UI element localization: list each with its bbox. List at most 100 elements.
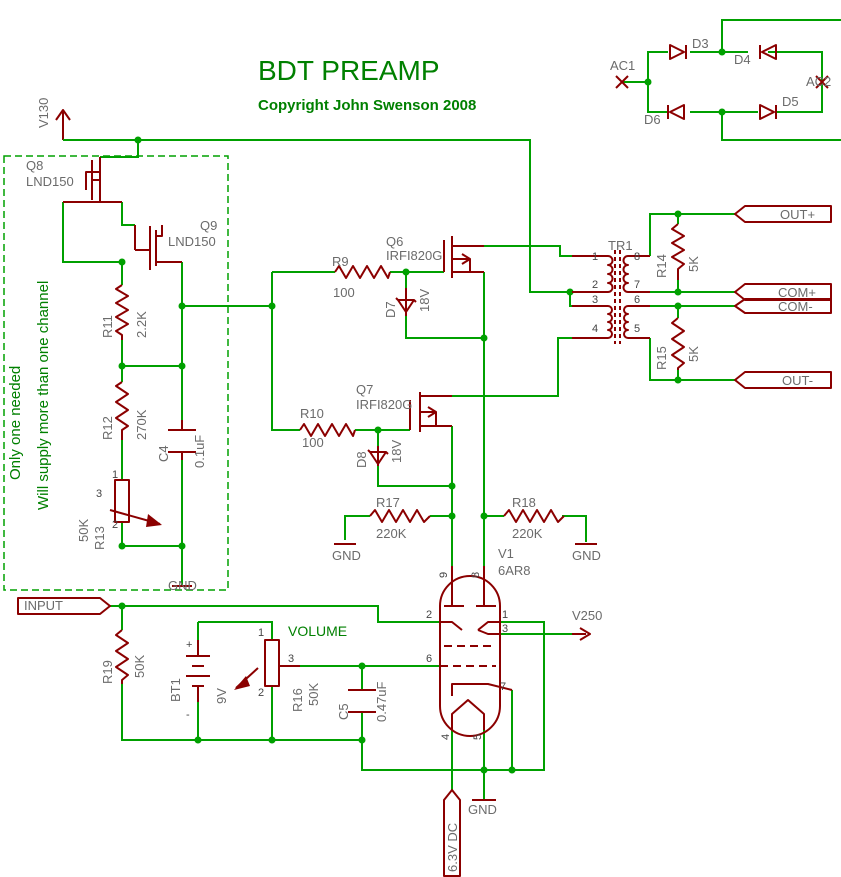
out-plus-label: OUT+ xyxy=(780,207,815,222)
c5-ref: C5 xyxy=(336,703,351,720)
tr1-pin7: 7 xyxy=(634,279,640,291)
q7-ref: Q7 xyxy=(356,382,373,397)
r16-value: 50K xyxy=(306,683,321,706)
c5-value: 0.47uF xyxy=(374,681,389,722)
ac2-label: AC2 xyxy=(806,74,831,89)
tr1-pin4: 4 xyxy=(592,323,598,335)
resistor-r18: R18 220K xyxy=(503,495,565,541)
battery-bt1: + - BT1 9V xyxy=(168,639,229,721)
ac1-label: AC1 xyxy=(610,58,635,73)
r11-ref: R11 xyxy=(100,315,115,338)
q6-value: IRFI820G xyxy=(386,248,442,263)
q8-value: LND150 xyxy=(26,174,74,189)
mosfet-q6: Q6 IRFI820G xyxy=(386,234,484,278)
r14-ref: R14 xyxy=(654,254,669,278)
r12-ref: R12 xyxy=(100,416,115,440)
diode-d6: D6 xyxy=(644,104,685,127)
tr1-pin8: 8 xyxy=(634,251,640,263)
v1-ref: V1 xyxy=(498,546,514,561)
r9-value: 100 xyxy=(333,285,355,300)
ground-tube: GND xyxy=(468,799,497,817)
q7-value: IRFI820G xyxy=(356,397,412,412)
diode-d5: D5 xyxy=(759,94,799,120)
heater-label: 6.3V DC xyxy=(445,823,460,872)
d8-value: 18V xyxy=(389,440,404,463)
r10-ref: R10 xyxy=(300,406,324,421)
v1-pin3: 3 xyxy=(502,623,508,635)
gnd-label-r17: GND xyxy=(332,548,361,563)
port-out-plus: OUT+ xyxy=(734,205,832,223)
ground-r17: GND xyxy=(332,543,361,563)
r17-ref: R17 xyxy=(376,495,400,510)
capacitor-c5: C5 0.47uF xyxy=(336,681,389,722)
r11-value: 2.2K xyxy=(134,311,149,338)
out-minus-label: OUT- xyxy=(782,373,813,388)
resistor-r9: R9 100 xyxy=(332,254,391,300)
note-supply-multiple: Will supply more than one channel xyxy=(35,281,52,510)
capacitor-c4: C4 0.1uF xyxy=(156,420,207,468)
tr1-pin1: 1 xyxy=(592,251,598,263)
q9-ref: Q9 xyxy=(200,218,217,233)
com-plus-label: COM+ xyxy=(778,285,816,300)
q6-ref: Q6 xyxy=(386,234,403,249)
v250-label: V250 xyxy=(572,608,602,623)
v1-pin8: 8 xyxy=(470,572,482,578)
resistor-r15: R15 5K xyxy=(654,317,701,370)
bt1-value: 9V xyxy=(214,688,229,704)
r16-ref: R16 xyxy=(290,688,305,712)
d7-ref: D7 xyxy=(383,301,398,318)
v1-pin2: 2 xyxy=(426,609,432,621)
port-out-minus: OUT- xyxy=(734,371,832,389)
port-com-plus: COM+ xyxy=(734,283,832,301)
tr1-pin3: 3 xyxy=(592,294,598,306)
q8-ref: Q8 xyxy=(26,158,43,173)
resistor-r12: R12 270K xyxy=(100,381,149,440)
potentiometer-r13: 50K R13 3 2 1 xyxy=(76,469,162,550)
r16-pin1: 1 xyxy=(258,627,264,639)
potentiometer-r16: VOLUME 1 3 2 R16 50K xyxy=(234,623,347,712)
resistor-r10: R10 100 xyxy=(299,406,356,450)
r13-pin3: 3 xyxy=(96,488,102,500)
v130-label: V130 xyxy=(36,98,51,128)
r9-ref: R9 xyxy=(332,254,349,269)
r15-ref: R15 xyxy=(654,346,669,370)
r18-value: 220K xyxy=(512,526,543,541)
transformer-tr1: TR1 1 2 3 4 5 6 7 8 xyxy=(572,238,650,344)
v1-pin5: 5 xyxy=(472,734,484,740)
heater-supply-port: 6.3V DC xyxy=(443,789,461,877)
r19-ref: R19 xyxy=(100,660,115,684)
gnd-label-tube: GND xyxy=(468,802,497,817)
copyright-notice: Copyright John Swenson 2008 xyxy=(258,97,476,114)
note-only-one-needed: Only one needed xyxy=(7,366,24,480)
tr1-pin2: 2 xyxy=(592,279,598,291)
r16-pin3: 3 xyxy=(288,653,294,665)
d4-ref: D4 xyxy=(734,52,751,67)
r16-pin2: 2 xyxy=(258,687,264,699)
resistor-r19: R19 50K xyxy=(100,629,147,684)
volume-label: VOLUME xyxy=(288,623,347,639)
zener-d8: D8 18V xyxy=(354,440,404,468)
d6-ref: D6 xyxy=(644,112,661,127)
port-ac2: AC2 xyxy=(806,74,831,89)
bt1-minus: - xyxy=(186,709,190,721)
v1-pin9: 9 xyxy=(438,572,450,578)
d3-ref: D3 xyxy=(692,36,709,51)
gnd-label-c4: GND xyxy=(168,578,197,593)
tr1-pin6: 6 xyxy=(634,294,640,306)
ground-c4: GND xyxy=(168,578,197,593)
c4-ref: C4 xyxy=(156,445,171,462)
mosfet-q8: Q8 LND150 xyxy=(26,157,122,203)
port-ac1: AC1 xyxy=(610,58,635,89)
r17-value: 220K xyxy=(376,526,407,541)
v1-pin6: 6 xyxy=(426,653,432,665)
r13-pin1: 1 xyxy=(112,469,118,481)
v1-pin4: 4 xyxy=(440,734,452,740)
d7-value: 18V xyxy=(417,289,432,312)
diode-d3: D3 xyxy=(669,36,709,60)
r10-value: 100 xyxy=(302,435,324,450)
mosfet-q9: Q9 LND150 xyxy=(134,218,217,270)
resistor-r17: R17 220K xyxy=(369,495,431,541)
gnd-label-r18: GND xyxy=(572,548,601,563)
com-minus-label: COM- xyxy=(778,299,813,314)
r18-ref: R18 xyxy=(512,495,536,510)
